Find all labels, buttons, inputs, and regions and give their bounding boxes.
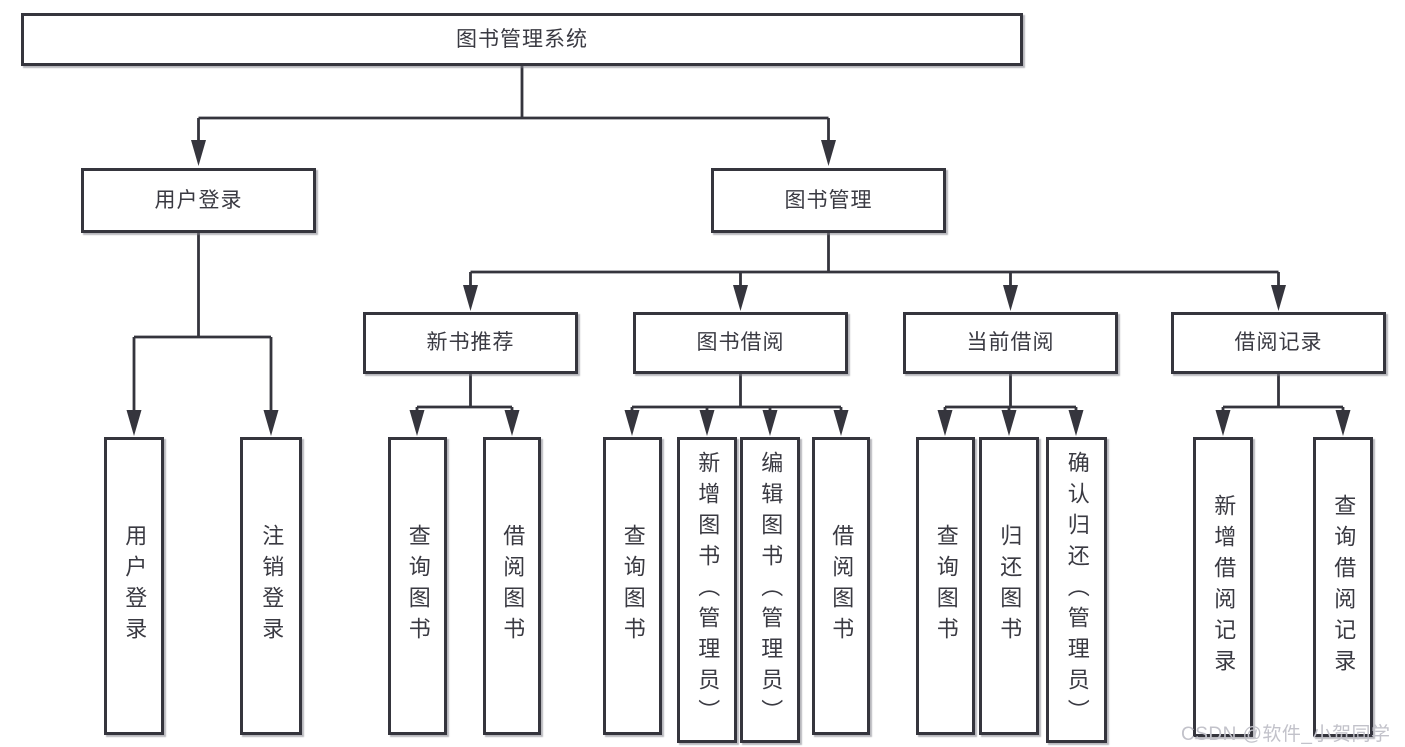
leaf-edit-books-admin: 编辑图书（管理员） [740, 437, 800, 743]
leaf-borrow-books: 借阅图书 [812, 437, 870, 735]
leaf-user-login-label: 用户登录 [122, 524, 148, 648]
leaf-add-books-admin: 新增图书（管理员） [677, 437, 737, 743]
node-book-borrow: 图书借阅 [633, 312, 848, 374]
leaf-logout-label: 注销登录 [259, 524, 285, 648]
arrowheads [126, 140, 1351, 436]
leaf-return-books: 归还图书 [979, 437, 1039, 735]
leaf-query-borrow-record: 查询借阅记录 [1313, 437, 1373, 737]
leaf-confirm-return-admin: 确认归还（管理员） [1046, 437, 1107, 743]
leaf-query-borrow-record-label: 查询借阅记录 [1331, 494, 1357, 680]
leaf-add-borrow-record: 新增借阅记录 [1193, 437, 1253, 737]
leaf-query-books-current: 查询图书 [916, 437, 975, 735]
node-book-management: 图书管理 [711, 168, 946, 233]
leaf-edit-books-admin-label: 编辑图书（管理员） [758, 450, 784, 730]
leaf-logout: 注销登录 [240, 437, 302, 735]
watermark: CSDN @软件_小贺同学 [1181, 724, 1391, 745]
leaf-borrow-books-recommend-label: 借阅图书 [500, 524, 526, 648]
leaf-query-books-recommend-label: 查询图书 [405, 524, 431, 648]
leaf-add-borrow-record-label: 新增借阅记录 [1211, 494, 1237, 680]
node-root: 图书管理系统 [21, 13, 1023, 66]
leaf-query-books-borrow-label: 查询图书 [620, 524, 646, 648]
node-current-borrow: 当前借阅 [903, 312, 1118, 374]
leaf-confirm-return-admin-label: 确认归还（管理员） [1064, 450, 1090, 730]
leaf-add-books-admin-label: 新增图书（管理员） [695, 450, 721, 730]
leaf-borrow-books-label: 借阅图书 [829, 524, 855, 648]
leaf-query-books-current-label: 查询图书 [933, 524, 959, 648]
leaf-query-books-borrow: 查询图书 [603, 437, 662, 735]
leaf-query-books-recommend: 查询图书 [388, 437, 447, 735]
leaf-user-login: 用户登录 [104, 437, 164, 735]
node-new-book-recommend: 新书推荐 [363, 312, 578, 374]
leaf-return-books-label: 归还图书 [997, 524, 1023, 648]
node-borrow-records: 借阅记录 [1171, 312, 1386, 374]
node-user-login: 用户登录 [81, 168, 316, 233]
leaf-borrow-books-recommend: 借阅图书 [483, 437, 541, 735]
